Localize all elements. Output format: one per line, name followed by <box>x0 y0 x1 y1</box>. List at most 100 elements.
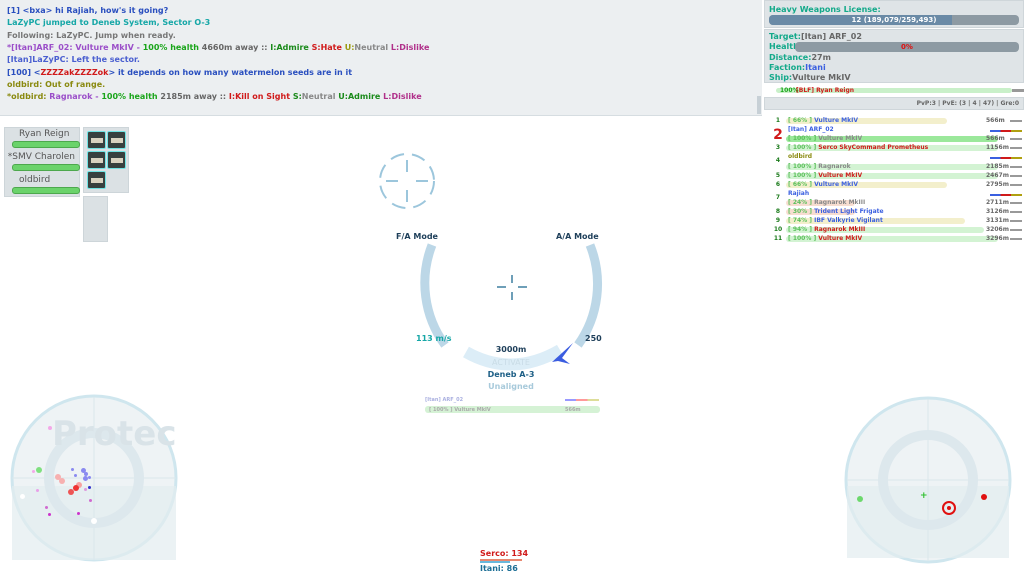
radar-contact <box>87 485 91 489</box>
chat-segment: > it depends on how many watermelon seed… <box>108 67 353 77</box>
radar-contact <box>82 475 88 481</box>
chat-segment: Neutral <box>354 42 391 52</box>
mini-target-panel: [Itan] ARF_02 [ 100% ] Vulture MkIV 566m <box>425 397 600 415</box>
contact-health-bar <box>786 181 947 188</box>
ship-icon[interactable] <box>87 171 106 189</box>
contact-ship: Trident Light Frigate <box>814 208 884 215</box>
throttle-arc <box>574 243 603 348</box>
target-panel: Target:[Itan] ARF_02 Health: 0% Distance… <box>764 29 1024 83</box>
chat-segment: 2185m away :: <box>160 92 229 102</box>
contact-health-bar <box>786 118 947 124</box>
range-readout: 3000m <box>495 345 527 354</box>
activate-button[interactable]: ACTIVATE <box>492 358 530 367</box>
contact-number: 7 <box>775 193 781 201</box>
ship-icon[interactable] <box>87 151 106 169</box>
contact-distance: 566m <box>986 135 1005 143</box>
contact-status <box>1010 211 1022 213</box>
contact-ship: Vulture MkIV <box>814 117 858 124</box>
serco-score: Serco: 134 <box>480 549 529 558</box>
group-member-name[interactable]: *SMV Charolen <box>7 152 75 162</box>
contact-health-bar <box>786 227 984 234</box>
contact-distance: 3206m <box>986 226 1009 234</box>
contact-number: 6 <box>775 180 781 188</box>
range-arc <box>463 344 564 371</box>
contact-health-bar <box>786 209 855 215</box>
faction-standing-bar <box>990 130 1022 133</box>
empty-panel <box>83 196 108 242</box>
speed-readout: 113 m/s <box>416 334 452 343</box>
group-member-name[interactable]: oldbird <box>19 175 51 185</box>
chat-segment: I:Kill on Sight <box>228 92 293 102</box>
faction-standing-bar <box>990 193 1022 196</box>
radar-contact <box>87 475 91 479</box>
ship-icon[interactable] <box>87 131 106 149</box>
chat-segment: S: <box>292 92 302 102</box>
contact-number: 10 <box>773 226 783 234</box>
chat-segment: Vulture MkIV - <box>75 42 143 52</box>
license-progress: 12 (189,079/259,493) <box>769 15 1019 25</box>
contact-health: [ 94% ] <box>788 226 815 234</box>
contact-health: [ 24% ] <box>788 198 815 206</box>
contact-status <box>1010 229 1022 232</box>
contact-number: 8 <box>775 208 781 215</box>
contact-distance: 3126m <box>986 208 1009 215</box>
contact-health: [ 74% ] <box>788 217 815 225</box>
chat-segment: L:Dislike <box>383 92 422 102</box>
radar-contact <box>31 469 35 473</box>
group-member-health <box>12 187 80 194</box>
license-label: Heavy Weapons License: <box>769 5 881 14</box>
radar-contact <box>19 493 25 499</box>
contact-status <box>1010 120 1022 122</box>
chat-line: Following: LaZyPC. Jump when ready. <box>7 31 176 40</box>
contact-health-bar <box>786 236 998 243</box>
contact-distance: 2795m <box>986 180 1009 188</box>
alignment-status: Unaligned <box>488 382 534 391</box>
contact-status <box>1010 174 1022 177</box>
chat-line: [Itan]LaZyPC: Left the sector. <box>7 55 140 64</box>
target-line: Target:[Itan] ARF_02 <box>769 32 862 41</box>
contact-group-name: [Itan] ARF_02 <box>788 126 834 134</box>
ship-icon[interactable] <box>107 151 126 169</box>
contact-ship: Vulture MkIV <box>818 171 863 179</box>
contact-health: [ 66% ] <box>788 117 815 124</box>
top-contact[interactable]: 100% [BLF] Ryan Reign <box>772 87 1024 94</box>
chat-segment: Following: LaZyPC. Jump when ready. <box>7 30 176 40</box>
chat-segment: Neutral <box>301 92 339 102</box>
svg-text:+: + <box>920 491 928 501</box>
contact-health: [ 66% ] <box>788 180 815 188</box>
radar-contact <box>35 488 39 492</box>
chat-scrollbar[interactable] <box>757 96 761 114</box>
radar-contact <box>48 426 52 430</box>
radar-contact <box>84 472 88 476</box>
contact-distance: 2467m <box>986 171 1009 179</box>
chat-segment: *oldbird: <box>7 92 50 102</box>
chat-segment: [100] < <box>7 67 41 77</box>
contact-health-bar <box>786 172 998 179</box>
radar-contact <box>88 498 92 502</box>
group-panel: Ryan Reign *SMV Charolen oldbird <box>4 127 80 197</box>
chat-segment: 4660m away :: <box>201 42 271 52</box>
crosshair <box>497 275 527 300</box>
group-member-name[interactable]: Ryan Reign <box>19 129 70 139</box>
pvp-stats: PvP:3 | PvE: (3 | 4 | 47) | Gre:0 <box>916 100 1019 107</box>
contact-distance: 3131m <box>986 217 1009 225</box>
ship-direction-icon <box>552 343 573 364</box>
ship-icon[interactable] <box>107 131 126 149</box>
target-reticle <box>379 153 435 209</box>
faction-standing-bar <box>990 157 1022 160</box>
license-value: 12 (189,079/259,493) <box>851 16 937 24</box>
contact-ship: Vulture MkIV <box>818 235 863 243</box>
contact-status <box>1010 238 1022 241</box>
